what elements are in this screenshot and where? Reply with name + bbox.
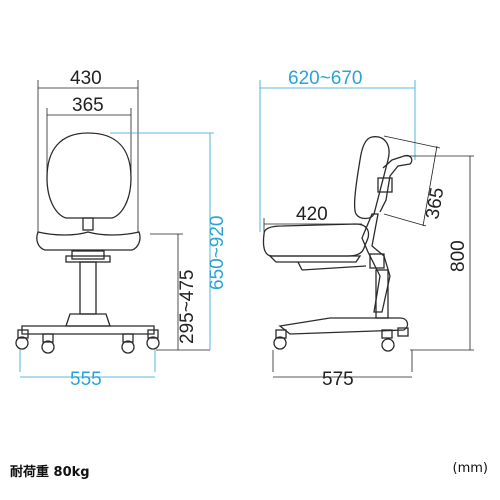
front-base: [21, 325, 155, 335]
side-total-height: 800: [448, 240, 469, 272]
unit-label: (mm): [452, 461, 488, 476]
load-capacity-label: 耐荷重 80kg: [10, 465, 90, 480]
side-height-knob: [369, 253, 385, 269]
side-back-height: 365: [422, 186, 448, 221]
front-width-back: 365: [72, 95, 104, 116]
side-back-bracket: [379, 154, 413, 213]
side-depth-top: 620~670: [288, 68, 363, 89]
side-view-chair: [262, 136, 413, 352]
front-backrest: [46, 132, 132, 219]
front-mechanism: [71, 250, 105, 260]
side-backrest: [353, 136, 390, 220]
front-seat: [36, 231, 141, 251]
side-base: [278, 317, 409, 335]
front-height-total: 650~920: [207, 216, 228, 291]
side-seat: [262, 223, 370, 257]
front-base-width: 555: [70, 369, 102, 390]
side-seat-depth: 420: [296, 204, 328, 225]
front-gas-column: [79, 261, 97, 315]
front-back-post: [82, 217, 94, 231]
side-base-depth: 575: [322, 369, 354, 390]
side-back-knob: [377, 177, 393, 193]
front-height-seat: 295~475: [177, 270, 198, 345]
side-casters: [273, 327, 409, 352]
front-width-top: 430: [70, 68, 102, 89]
front-view-chair: [15, 132, 160, 354]
front-dimension-lines: [37, 80, 210, 351]
front-casters: [15, 329, 160, 354]
